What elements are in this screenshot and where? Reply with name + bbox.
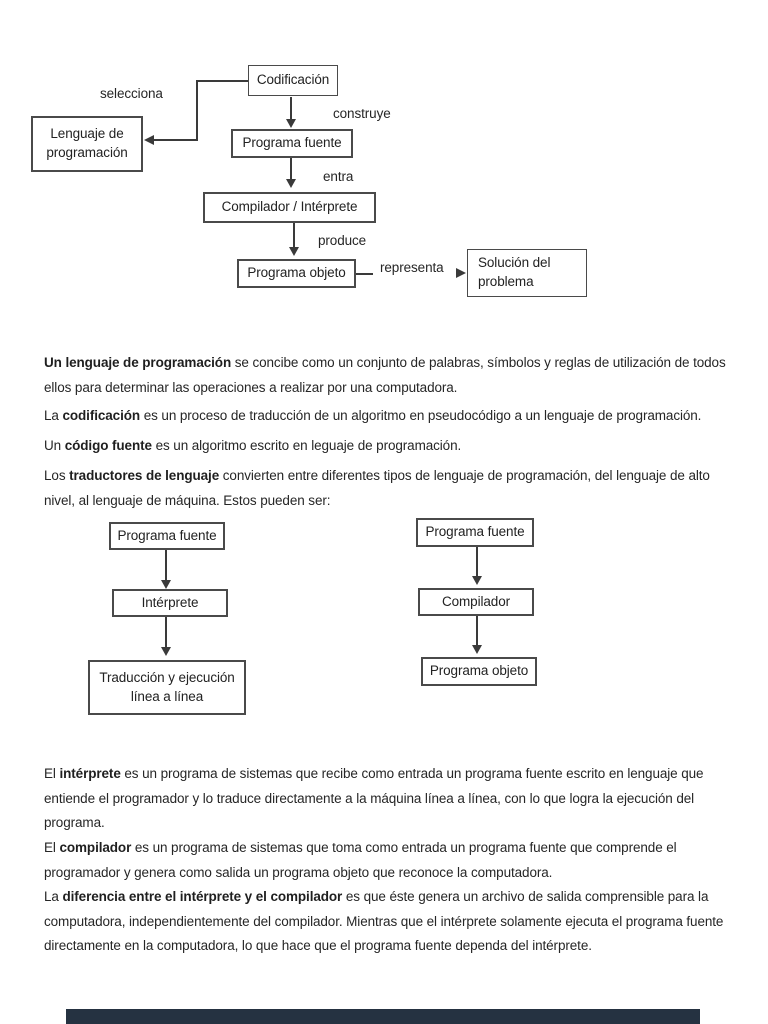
edge-label-representa: representa	[380, 260, 444, 275]
paragraph-codificacion: La codificación es un proceso de traducc…	[44, 403, 728, 428]
flow-node-label: Solución del	[478, 255, 551, 271]
paragraph-compilador: El compilador es un programa de sistemas…	[44, 836, 728, 885]
paragraph-lenguaje-de-programacion: Un lenguaje de programación se concibe c…	[44, 350, 728, 400]
flow-node-label: Intérprete	[141, 594, 199, 610]
flow-node-label: Compilador	[441, 593, 511, 609]
flow-node-label: Programa fuente	[425, 524, 525, 540]
paragraph-prefix: Los	[44, 468, 70, 483]
edge-label-produce: produce	[318, 233, 367, 248]
paragraph-text: se concibe como un conjunto de palabras,…	[44, 355, 726, 395]
arrowhead-right-icon	[456, 268, 466, 278]
flow-node-programa-fuente: Programa fuente	[231, 129, 353, 158]
paragraph-codigo-fuente: Un código fuente es un algoritmo escrito…	[44, 433, 728, 458]
flow-node-label: Programa objeto	[429, 663, 529, 679]
compiler-flow-node-programa-fuente: Programa fuente	[416, 518, 534, 547]
interpreter-flow-node-programa-fuente: Programa fuente	[109, 522, 225, 550]
paragraph-text: es un programa de sistemas que toma como…	[44, 840, 677, 880]
arrowhead-down-icon	[289, 247, 299, 256]
paragraph-prefix: La	[44, 408, 63, 423]
flow-node-label: problema	[478, 274, 534, 289]
paragraph-term: diferencia entre el intérprete y el comp…	[62, 889, 343, 904]
flow-node-compilador-interprete: Compilador / Intérprete	[203, 192, 376, 223]
paragraph-term: traductores de lenguaje	[69, 468, 220, 483]
flow-node-label: Programa objeto	[247, 265, 346, 281]
edge-label-selecciona: selecciona	[100, 86, 163, 101]
arrowhead-down-icon	[472, 576, 482, 585]
paragraph-text: es un programa de sistemas que recibe co…	[44, 766, 704, 830]
paragraph-text: es que éste genera un archivo de salida …	[44, 889, 724, 953]
paragraph-term: intérprete	[59, 766, 121, 781]
compiler-flow-node-compilador: Compilador	[418, 588, 534, 616]
paragraph-prefix: Un	[44, 438, 65, 453]
arrowhead-down-icon	[161, 647, 171, 656]
flow-node-solucion-del-problema: Solución del problema	[467, 249, 587, 297]
edge-label-entra: entra	[323, 169, 354, 184]
paragraph-diferencia: La diferencia entre el intérprete y el c…	[44, 885, 728, 959]
arrowhead-down-icon	[161, 580, 171, 589]
paragraph-text: es un proceso de traducción de un algori…	[140, 408, 702, 423]
arrowhead-left-icon	[144, 135, 154, 145]
paragraph-term: Un lenguaje de programación	[44, 355, 232, 370]
flow-node-lenguaje-de-programacion: Lenguaje de programación	[31, 116, 143, 172]
arrowhead-down-icon	[286, 119, 296, 128]
paragraph-term: compilador	[59, 840, 132, 855]
flow-node-label: Traducción y ejecución	[99, 669, 235, 685]
flow-node-programa-objeto: Programa objeto	[237, 259, 356, 288]
flow-node-label: línea a línea	[130, 688, 204, 704]
flow-node-label: Programa fuente	[242, 135, 342, 151]
flow-node-label: Lenguaje de	[50, 126, 124, 142]
paragraph-interprete: El intérprete es un programa de sistemas…	[44, 762, 728, 836]
flow-node-label: Compilador / Intérprete	[221, 199, 358, 215]
paragraph-traductores-de-lenguaje: Los traductores de lenguaje convierten e…	[44, 463, 728, 513]
paragraph-prefix: El	[44, 840, 60, 855]
paragraph-text: convierten entre diferentes tipos de len…	[44, 468, 710, 508]
flow-node-label: programación	[46, 145, 128, 160]
flow-node-label: Programa fuente	[117, 527, 217, 543]
arrowhead-down-icon	[472, 645, 482, 654]
paragraph-prefix: La	[44, 889, 63, 904]
arrowhead-down-icon	[286, 179, 296, 188]
paragraph-prefix: El	[44, 766, 60, 781]
paragraph-text: es un algoritmo escrito en leguaje de pr…	[151, 438, 462, 453]
paragraph-term: código fuente	[64, 438, 152, 453]
flow-node-label: Codificación	[256, 72, 330, 88]
interpreter-flow-node-traduccion: Traducción y ejecución línea a línea	[88, 660, 246, 715]
flow-node-codificacion: Codificación	[248, 65, 338, 96]
interpreter-flow-node-interprete: Intérprete	[112, 589, 228, 617]
compiler-flow-node-programa-objeto: Programa objeto	[421, 657, 537, 686]
footer-bar	[66, 1009, 700, 1024]
edge-label-construye: construye	[333, 106, 391, 121]
paragraph-term: codificación	[62, 408, 141, 423]
